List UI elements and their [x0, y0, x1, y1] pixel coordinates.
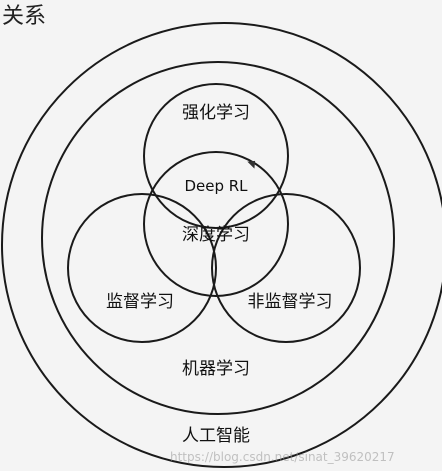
supervised-label: 监督学习: [106, 292, 174, 312]
ml-label: 机器学习: [182, 359, 250, 379]
deep-rl-label: Deep RL: [184, 177, 248, 195]
watermark: https://blog.csdn.net/sinat_39620217: [170, 450, 395, 464]
section-title: 关系: [2, 4, 47, 29]
rl-label: 强化学习: [182, 103, 250, 123]
dl-circle: [143, 151, 289, 297]
ai-circle: [1, 22, 442, 468]
supervised-circle: [67, 193, 217, 343]
dl-label: 深度学习: [182, 225, 250, 245]
ai-label: 人工智能: [182, 426, 250, 446]
rl-circle: [143, 83, 289, 229]
unsupervised-circle: [211, 193, 361, 343]
unsupervised-label: 非监督学习: [248, 292, 333, 312]
ml-circle: [41, 61, 395, 415]
